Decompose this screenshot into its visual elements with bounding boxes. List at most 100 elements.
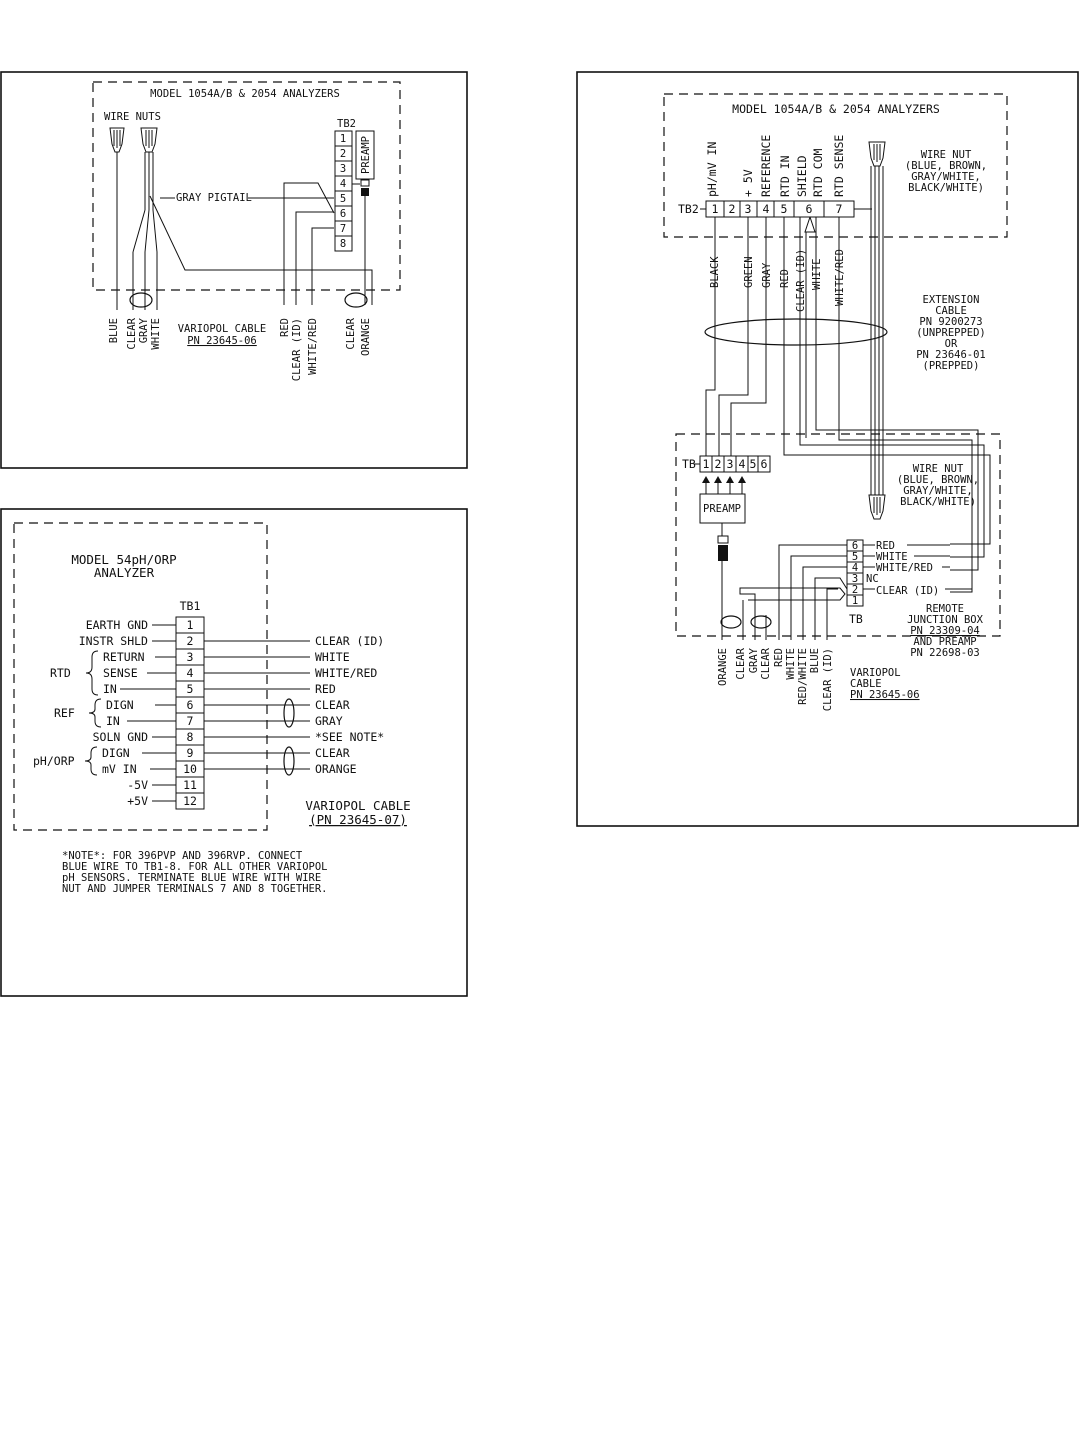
bnc-connector bbox=[361, 188, 369, 196]
tb2-label: TB2 bbox=[337, 118, 356, 130]
wire-label: WHITE bbox=[811, 258, 823, 290]
signal-label: DIGN bbox=[102, 746, 130, 760]
terminal-number: 2 bbox=[187, 634, 194, 648]
terminal-number: 3 bbox=[187, 650, 194, 664]
analyzer-title: MODEL 54pH/ORP bbox=[71, 552, 176, 567]
terminal-number: 1 bbox=[340, 133, 346, 145]
signal-label: + 5V bbox=[741, 169, 755, 197]
cable-label: EXTENSION bbox=[923, 294, 980, 306]
cable-label: VARIOPOL bbox=[850, 667, 901, 679]
wire-label: WHITE bbox=[785, 648, 797, 680]
cable-bundle-marker bbox=[750, 615, 772, 629]
wire-label: WHITE bbox=[315, 650, 350, 664]
wire-label: ORANGE bbox=[717, 648, 729, 686]
wire-label: *SEE NOTE* bbox=[315, 730, 384, 744]
preamp-label: PREAMP bbox=[703, 503, 741, 515]
signal-label: mV IN bbox=[102, 762, 137, 776]
wire-nut-label: GRAY/WHITE, bbox=[911, 171, 981, 183]
extension-wires bbox=[705, 216, 991, 593]
tb-terminal-strip: 1 2 3 4 5 6 bbox=[699, 455, 771, 473]
bnc-connector bbox=[717, 535, 729, 544]
tb-label: TB bbox=[682, 457, 696, 471]
wire-label: CLEAR bbox=[760, 647, 772, 679]
extension-wire-colors: BLACK GREEN GRAY RED CLEAR (ID) WHITE WH… bbox=[709, 249, 846, 312]
jb-label: PN 22698-03 bbox=[910, 647, 980, 659]
variopol-wires bbox=[721, 544, 848, 640]
analyzer-enclosure bbox=[92, 81, 401, 291]
signal-label: +5V bbox=[127, 794, 148, 808]
cable-label: CABLE bbox=[935, 305, 967, 317]
signal-label: SENSE bbox=[103, 666, 138, 680]
signal-label: IN bbox=[106, 714, 120, 728]
cable-part-number: (PN 23645-07) bbox=[309, 812, 407, 827]
cable-bundle-marker bbox=[129, 292, 153, 308]
wire-label: GRAY bbox=[748, 647, 760, 673]
terminal-number: 4 bbox=[852, 562, 858, 574]
group-label-ph-orp: pH/ORP bbox=[33, 754, 75, 768]
terminal-number: 6 bbox=[340, 208, 346, 220]
analyzer-title: ANALYZER bbox=[94, 565, 155, 580]
analyzer-title: MODEL 1054A/B & 2054 ANALYZERS bbox=[732, 102, 940, 116]
jb-tb-label: TB bbox=[849, 612, 863, 626]
wire-nut-icon bbox=[140, 127, 158, 153]
wire-label: RED/WHITE bbox=[797, 648, 809, 705]
tb2-signal-labels: pH/mV IN + 5V REFERENCE RTD IN SHIELD RT… bbox=[705, 135, 846, 197]
variopol-cable-label: VARIOPOL CABLE PN 23645-06 bbox=[850, 667, 920, 701]
wire-bundle bbox=[870, 166, 884, 495]
bnc-connector bbox=[360, 179, 370, 187]
wire-label: RED bbox=[779, 269, 791, 288]
tb2-label: TB2 bbox=[678, 202, 699, 216]
terminal-number: 8 bbox=[187, 730, 194, 744]
gray-pigtail-label: GRAY PIGTAIL bbox=[176, 192, 252, 204]
terminal-number: 9 bbox=[187, 746, 194, 760]
wire-label: CLEAR (ID) bbox=[315, 634, 384, 648]
signal-label: -5V bbox=[127, 778, 148, 792]
preamp-box bbox=[355, 130, 375, 180]
wire-label: WHITE/RED bbox=[315, 666, 377, 680]
terminal-number: 6 bbox=[761, 457, 768, 471]
terminal-number: 2 bbox=[340, 148, 346, 160]
note-line: BLUE WIRE TO TB1-8. FOR ALL OTHER VARIOP… bbox=[62, 861, 328, 873]
wire-label: GREEN bbox=[743, 256, 755, 288]
wire-label: RED bbox=[773, 648, 785, 667]
signal-label: SHIELD bbox=[795, 155, 809, 197]
terminal-number: 7 bbox=[340, 223, 346, 235]
cable-part-number: PN 23645-06 bbox=[850, 689, 920, 701]
wire-nut-label: BLACK/WHITE) bbox=[900, 496, 976, 508]
wire-nut-label: (BLUE, BROWN, bbox=[905, 160, 987, 172]
cable-label: PN 23646-01 bbox=[916, 349, 986, 361]
cable-label: (UNPREPPED) bbox=[916, 327, 986, 339]
figure-remote-junction-box: MODEL 1054A/B & 2054 ANALYZERS TB2 1 2 3… bbox=[576, 71, 1079, 827]
wire-label: CLEAR bbox=[315, 746, 350, 760]
analyzer-enclosure bbox=[663, 93, 1008, 238]
signal-label: RTD IN bbox=[778, 155, 792, 197]
tb1-signal-labels: EARTH GND INSTR SHLD RETURN SENSE IN DIG… bbox=[79, 618, 148, 808]
wire-label: ORANGE bbox=[315, 762, 357, 776]
terminal-number: 3 bbox=[727, 457, 734, 471]
wire-label: WHITE bbox=[876, 551, 908, 563]
cable-label: VARIOPOL CABLE bbox=[305, 798, 410, 813]
rtd-brace bbox=[85, 650, 99, 696]
wire-label: CLEAR bbox=[345, 317, 357, 349]
jb-label: AND PREAMP bbox=[913, 636, 976, 648]
terminal-number: 11 bbox=[183, 778, 197, 792]
preamp-box bbox=[699, 493, 746, 524]
cable-part-number: PN 23645-06 bbox=[187, 335, 257, 347]
signal-label: INSTR SHLD bbox=[79, 634, 148, 648]
variopol-wire-colors: ORANGE CLEAR GRAY CLEAR RED WHITE RED/WH… bbox=[717, 647, 834, 711]
wire-label: CLEAR (ID) bbox=[795, 249, 807, 312]
wire-nut-icon bbox=[109, 127, 125, 153]
terminal-number: 5 bbox=[750, 457, 757, 471]
signal-label: pH/mV IN bbox=[705, 142, 719, 197]
wire-nuts-label: WIRE NUTS bbox=[104, 111, 161, 123]
wire-label: GRAY bbox=[761, 262, 773, 288]
tb2-terminal-strip: 1 2 3 4 5 6 7 bbox=[705, 200, 855, 218]
terminal-number: 7 bbox=[836, 202, 843, 216]
terminal-number: 1 bbox=[703, 457, 710, 471]
preamp-label: PREAMP bbox=[360, 136, 372, 174]
wire-nut-label: WIRE NUT bbox=[913, 463, 964, 475]
signal-label: DIGN bbox=[106, 698, 134, 712]
terminal-number: 1 bbox=[712, 202, 719, 216]
tb1-leaders bbox=[120, 624, 176, 802]
terminal-number: 10 bbox=[183, 762, 197, 776]
